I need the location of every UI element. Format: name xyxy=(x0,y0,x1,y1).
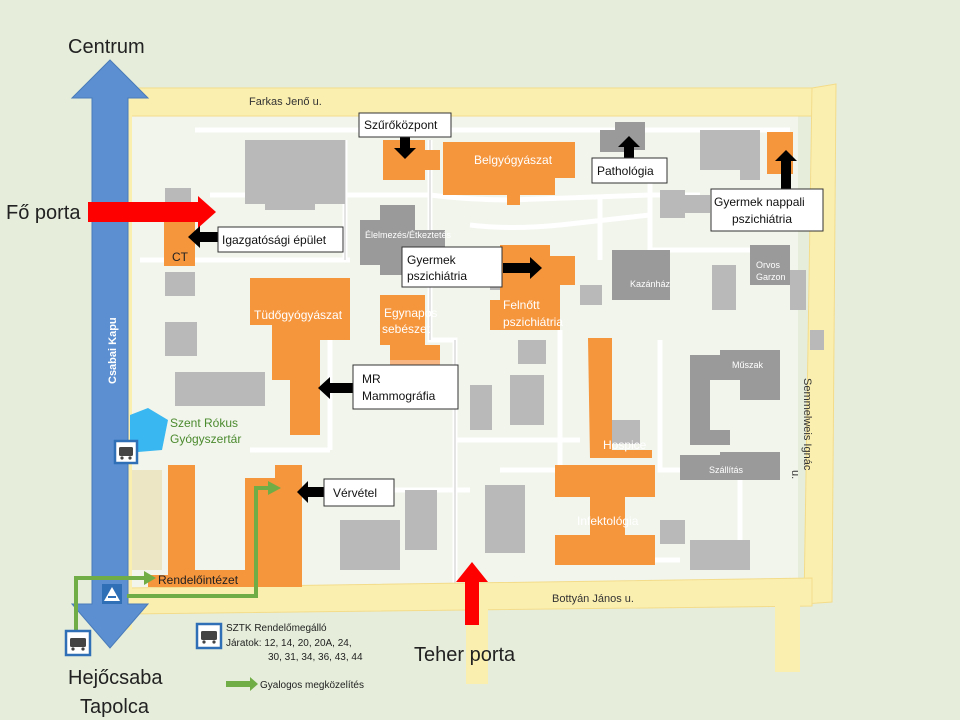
freight-gate-arrow-icon xyxy=(456,562,488,625)
gray-buildings xyxy=(165,130,824,570)
callout-szurokozpont: Szűrőközpont xyxy=(364,118,438,132)
parking-lot xyxy=(132,470,162,570)
direction-south-label-2: Tapolca xyxy=(80,696,150,718)
walk-arrowhead-2-icon xyxy=(268,481,281,495)
label-rendelointezet: Rendelőintézet xyxy=(158,573,239,587)
label-kazanhaz: Kazánház xyxy=(630,279,671,289)
road-south-spur-east xyxy=(775,600,800,672)
street-farkas-jeno: Farkas Jenő u. xyxy=(249,96,322,108)
callout-mr-2: Mammográfia xyxy=(362,389,436,403)
callout-arrows xyxy=(188,136,797,503)
label-egynapos-2: sebészet xyxy=(382,322,431,336)
legend-stop-title: SZTK Rendelőmegálló xyxy=(226,623,327,634)
label-szallitas: Szállítás xyxy=(709,465,744,475)
label-muszak: Műszak xyxy=(732,360,764,370)
label-ct: CT xyxy=(172,250,189,264)
label-felnott-2: pszichiátria xyxy=(503,315,563,329)
label-hospice: Hospice xyxy=(603,438,647,452)
callout-boxes xyxy=(217,112,824,507)
callout-gyermek-psz-2: pszichiátria xyxy=(407,269,467,283)
label-pharmacy-1: Szent Rókus xyxy=(170,416,238,430)
legend-routes-1: Járatok: 12, 14, 20, 20A, 24, xyxy=(226,638,352,649)
street-semmelweis-1: Semmelweis Ignác xyxy=(801,378,813,471)
label-orvos-1: Orvos xyxy=(756,260,781,270)
label-tudogyogyaszat: Tüdőgyógyászat xyxy=(254,308,343,322)
callout-gyermek-nappali-2: pszichiátria xyxy=(732,212,792,226)
callout-gyermek-nappali-1: Gyermek nappali xyxy=(714,195,805,209)
legend-walk: Gyalogos megközelítés xyxy=(260,680,364,691)
walk-route-2 xyxy=(127,486,272,598)
direction-north-label: Centrum xyxy=(68,36,145,58)
walk-arrowhead-1-icon xyxy=(144,571,156,585)
label-pharmacy-2: Gyógyszertár xyxy=(170,432,241,446)
arrow-szuro-icon xyxy=(394,136,416,159)
label-orvos-2: Garzon xyxy=(756,272,786,282)
arrow-pathologia-icon xyxy=(618,136,640,160)
arrow-vervetel-icon xyxy=(297,481,324,503)
arrow-mr-icon xyxy=(318,377,354,399)
bus-stop-icon xyxy=(64,629,92,657)
bus-stop-icon xyxy=(113,439,139,465)
street-csabai-kapu: Csabai Kapu xyxy=(107,317,119,384)
callout-mr-1: MR xyxy=(362,372,381,386)
arrow-igazgatosag-icon xyxy=(188,226,218,248)
legend-walk-arrow-icon xyxy=(226,677,258,691)
label-felnott-1: Felnőtt xyxy=(503,298,540,312)
label-elelmezes: Élelmezés/Étkeztetés xyxy=(365,230,452,240)
street-bottyan: Bottyán János u. xyxy=(552,593,634,605)
main-gate-label: Fő porta xyxy=(6,202,81,224)
freight-gate-label: Teher porta xyxy=(414,644,516,666)
legend-bus-stop-icon xyxy=(195,622,223,650)
callout-pathologia: Pathológia xyxy=(597,164,654,178)
main-road-arrow-icon xyxy=(70,59,150,649)
dark-gray-buildings xyxy=(360,122,790,480)
main-gate-arrow-icon xyxy=(88,196,216,228)
callout-gyermek-psz-1: Gyermek xyxy=(407,253,457,267)
label-belgyogyaszat: Belgyógyászat xyxy=(474,153,553,167)
pharmacy-building xyxy=(130,408,168,452)
walk-route-1 xyxy=(74,576,148,632)
orange-buildings xyxy=(148,132,793,587)
label-egynapos-1: Egynapos xyxy=(384,306,437,320)
road-farkas-jeno xyxy=(127,87,829,117)
arrow-gyermek-nappali-icon xyxy=(775,150,797,190)
callout-igazgatosagi: Igazgatósági épület xyxy=(222,233,327,247)
direction-south-label-1: Hejőcsaba xyxy=(68,667,163,689)
arrow-gyermek-psz-icon xyxy=(503,257,542,279)
crosswalk-icon xyxy=(102,584,122,604)
label-infektologia: Infektológia xyxy=(577,514,639,528)
street-semmelweis-2: u. xyxy=(789,470,801,479)
callout-vervetel: Vérvétel xyxy=(333,486,377,500)
legend-routes-2: 30, 31, 34, 36, 43, 44 xyxy=(268,652,363,663)
